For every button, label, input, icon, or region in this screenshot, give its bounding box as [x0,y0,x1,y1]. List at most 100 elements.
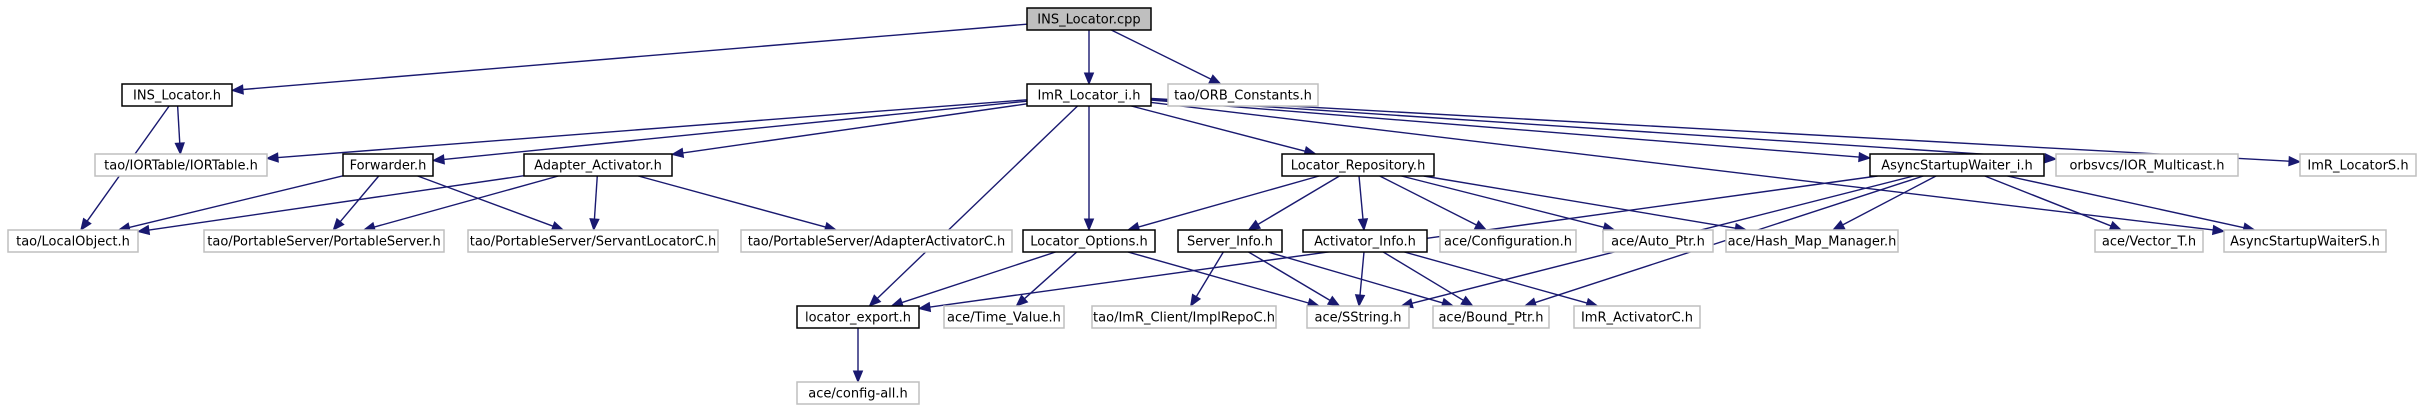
edge-activator-info-h-to-imr-activatorc-h [1404,251,1599,308]
node-asyncstartupwaiters-h: AsyncStartupWaiterS.h [2223,229,2387,253]
node-label: ace/Bound_Ptr.h [1438,311,1543,326]
node-box [1725,229,1899,253]
node-label: Adapter_Activator.h [534,159,662,174]
node-box [1167,83,1319,107]
node-label: AsyncStartupWaiterS.h [2230,235,2380,250]
node-label: locator_export.h [805,311,911,326]
node-label: orbsvcs/IOR_Multicast.h [2069,159,2224,174]
node-adapteractivatorc-h: tao/PortableServer/AdapterActivatorC.h [740,229,1013,253]
node-asyncstartupwaiter-i-h[interactable]: AsyncStartupWaiter_i.h [1869,153,2045,177]
node-box [1869,153,2045,177]
node-hash-map-manager-h: ace/Hash_Map_Manager.h [1725,229,1899,253]
node-box [94,153,268,177]
edge-adapter-activator-h-to-localobject-h [136,175,525,236]
node-box [1026,83,1152,107]
node-label: ace/Time_Value.h [947,311,1061,326]
node-locator-repository-h[interactable]: Locator_Repository.h [1281,153,1435,177]
edge-locator-repository-h-to-activator-info-h [1357,175,1369,232]
node-label: Forwarder.h [350,159,427,174]
node-config-all-h: ace/config-all.h [796,381,920,405]
node-box [1177,229,1283,253]
edge-adapter-activator-h-to-servantlocatorc-h [589,175,600,232]
node-box [1573,305,1701,329]
node-label: ImR_LocatorS.h [2307,159,2408,174]
node-box [1302,229,1428,253]
edge-locator-repository-h-to-server-info-h [1247,175,1340,231]
node-forwarder-h[interactable]: Forwarder.h [342,153,434,177]
node-box [1026,7,1152,31]
node-box [1306,305,1410,329]
node-box [2299,153,2417,177]
node-adapter-activator-h[interactable]: Adapter_Activator.h [523,153,673,177]
node-label: ace/SString.h [1315,311,1402,326]
node-label: ace/Configuration.h [1444,235,1572,250]
edge-ins-locator-cpp-to-imr-locator-i-h [1083,30,1095,86]
node-vector-t-h: ace/Vector_T.h [2094,229,2204,253]
edge-locator-repository-h-to-hash-map-manager-h [1423,175,1748,234]
edge-imr-locator-i-h-to-asyncstartupwaiters-h [1150,101,2226,236]
edge-imr-locator-i-h-to-asyncstartupwaiter-i-h [1150,99,1872,163]
node-label: INS_Locator.h [133,89,221,104]
node-label: AsyncStartupWaiter_i.h [1881,159,2033,174]
edge-asyncstartupwaiter-i-h-to-asyncstartupwaiters-h [2007,175,2256,233]
edge-server-info-h-to-implrepoc-h [1189,251,1224,308]
node-server-info-h[interactable]: Server_Info.h [1177,229,1283,253]
edge-imr-locator-i-h-to-forwarder-h [431,100,1028,165]
node-label: tao/IORTable/IORTable.h [104,159,258,174]
edge-forwarder-h-to-portableserver-h [332,175,380,232]
node-implrepoc-h: tao/ImR_Client/ImplRepoC.h [1091,305,1277,329]
node-label: tao/PortableServer/PortableServer.h [207,235,440,250]
node-box [1439,229,1577,253]
node-box [2094,229,2204,253]
edge-locator-repository-h-to-locator-options-h [1126,175,1320,232]
node-box [1022,229,1156,253]
node-label: tao/LocalObject.h [16,235,130,250]
node-locator-export-h[interactable]: locator_export.h [796,305,920,329]
node-label: Locator_Repository.h [1291,159,1426,174]
edge-forwarder-h-to-localobject-h [117,175,344,233]
edge-locator-options-h-to-time-value-h [1015,251,1078,307]
edge-imr-locator-i-h-to-locator-options-h [1083,106,1095,232]
node-ins-locator-h[interactable]: INS_Locator.h [121,83,233,107]
edge-locator-options-h-to-sstring-h [1127,251,1321,308]
node-box [523,153,673,177]
node-label: ImR_ActivatorC.h [1581,311,1693,326]
edge-imr-locator-i-h-to-ior-multicast-h [1150,98,2058,164]
node-box [2223,229,2387,253]
node-activator-info-h[interactable]: Activator_Info.h [1302,229,1428,253]
node-bound-ptr-h: ace/Bound_Ptr.h [1432,305,1550,329]
node-locator-options-h[interactable]: Locator_Options.h [1022,229,1156,253]
node-box [1281,153,1435,177]
node-box [943,305,1065,329]
edge-activator-info-h-to-bound-ptr-h [1382,251,1474,307]
edge-ins-locator-h-to-iortable-h [174,105,185,156]
node-servantlocatorc-h: tao/PortableServer/ServantLocatorC.h [467,229,719,253]
node-box [7,229,139,253]
node-label: Server_Info.h [1187,235,1273,250]
node-imr-locator-i-h[interactable]: ImR_Locator_i.h [1026,83,1152,107]
node-time-value-h: ace/Time_Value.h [943,305,1065,329]
node-ior-multicast-h: orbsvcs/IOR_Multicast.h [2055,153,2239,177]
edge-forwarder-h-to-servantlocatorc-h [417,175,565,231]
edge-imr-locator-i-h-to-adapter-activator-h [670,103,1028,159]
edges-layer [80,23,2302,384]
node-configuration-h: ace/Configuration.h [1439,229,1577,253]
node-box [467,229,719,253]
node-label: ace/Hash_Map_Manager.h [1728,235,1897,250]
edge-ins-locator-cpp-to-ins-locator-h [230,23,1028,95]
edge-locator-export-h-to-config-all-h [852,328,864,384]
edge-imr-locator-i-h-to-locator-export-h [868,105,1079,307]
node-iortable-h: tao/IORTable/IORTable.h [94,153,268,177]
node-box [1602,229,1714,253]
node-label: tao/ORB_Constants.h [1174,89,1312,104]
node-box [1432,305,1550,329]
node-orb-constants-h: tao/ORB_Constants.h [1167,83,1319,107]
node-label: tao/ImR_Client/ImplRepoC.h [1093,311,1275,326]
edge-asyncstartupwaiter-i-h-to-vector-t-h [1984,175,2123,231]
edge-imr-locator-i-h-to-locator-repository-h [1131,105,1318,157]
node-ins-locator-cpp[interactable]: INS_Locator.cpp [1026,7,1152,31]
node-label: Locator_Options.h [1030,235,1148,250]
edge-ins-locator-cpp-to-orb-constants-h [1110,29,1222,85]
node-sstring-h: ace/SString.h [1306,305,1410,329]
